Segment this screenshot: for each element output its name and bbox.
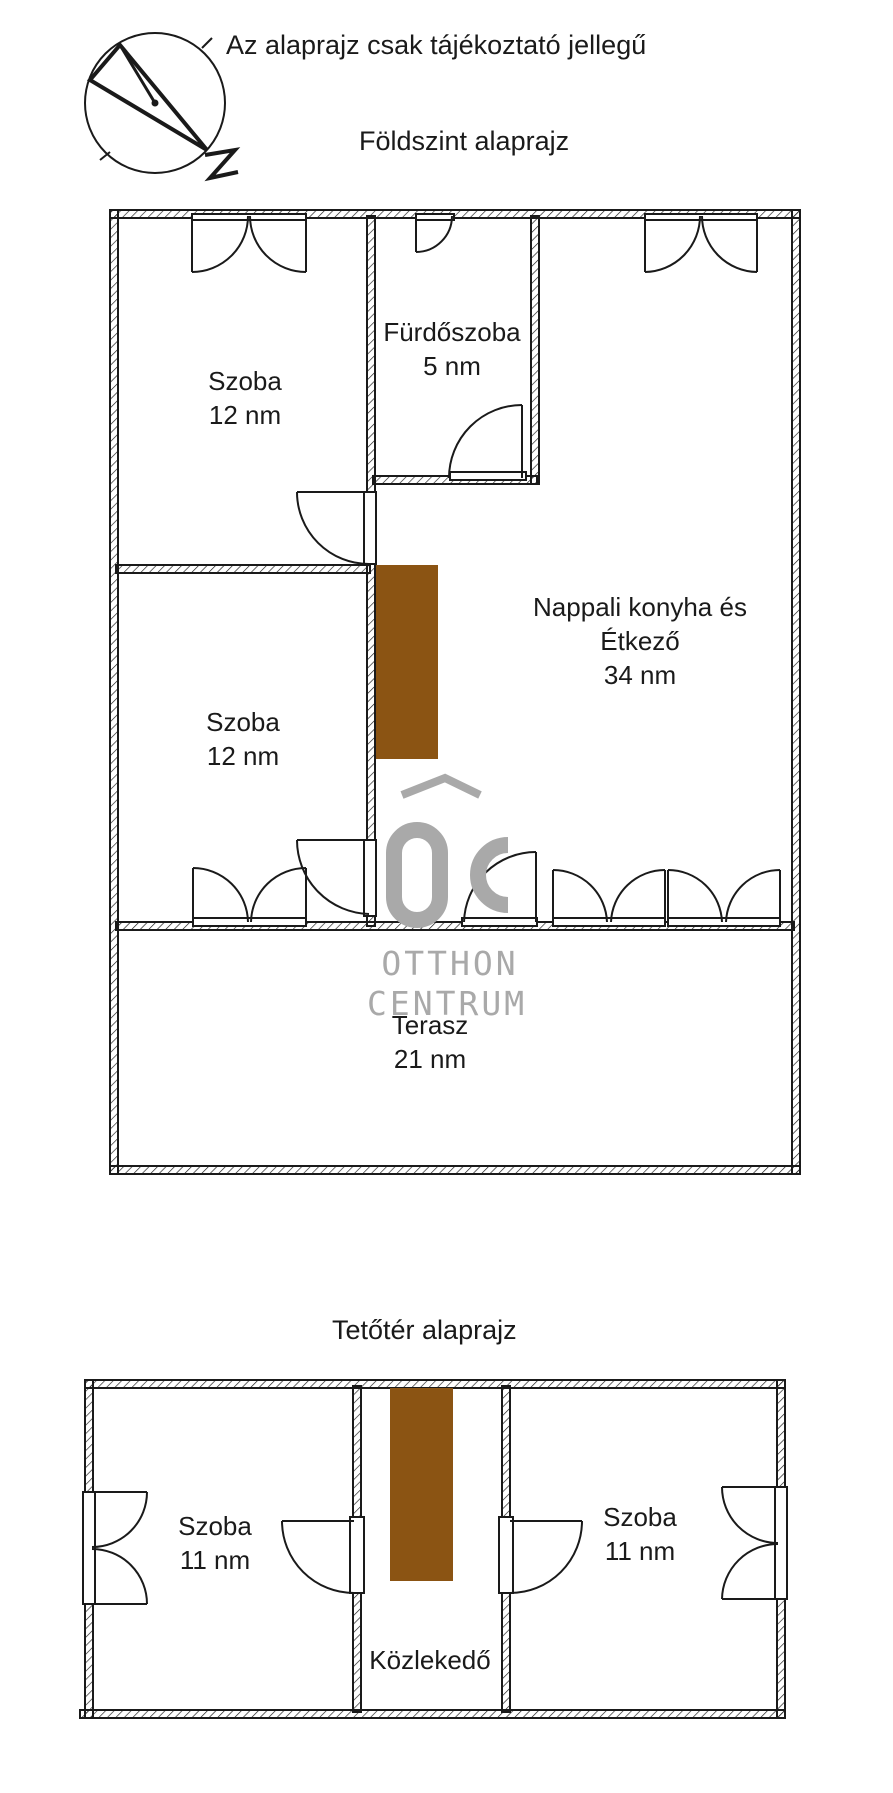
room-label-attic-szoba-1: Szoba 11 nm	[140, 1509, 290, 1577]
ground-floor-title: Földszint alaprajz	[359, 126, 570, 156]
room-name-line2: Étkező	[600, 626, 680, 656]
room-name: Közlekedő	[369, 1645, 491, 1675]
room-area: 12 nm	[208, 400, 282, 430]
room-name: Fürdőszoba	[383, 317, 521, 347]
attic-chimney	[390, 1388, 453, 1581]
room-label-terasz: Terasz 21 nm	[330, 1008, 530, 1076]
room-area: 11 nm	[179, 1545, 251, 1575]
room-name: Terasz	[391, 1010, 469, 1040]
room-area: 34 nm	[603, 660, 677, 690]
room-name: Szoba	[208, 366, 282, 396]
room-label-szoba-2: Szoba 12 nm	[130, 705, 356, 773]
disclaimer-text: Az alaprajz csak tájékoztató jellegű	[226, 30, 647, 60]
room-area: 21 nm	[393, 1044, 467, 1074]
room-label-szoba-1: Szoba 12 nm	[130, 364, 360, 432]
room-label-kozlekedo: Közlekedő	[355, 1643, 505, 1677]
north-arrow-compass	[84, 32, 241, 182]
room-label-attic-szoba-2: Szoba 11 nm	[565, 1500, 715, 1568]
attic-title: Tetőtér alaprajz	[332, 1315, 517, 1345]
room-name: Nappali konyha és	[533, 592, 747, 622]
otthon-centrum-logo	[386, 773, 509, 928]
room-name: Szoba	[603, 1502, 677, 1532]
room-area: 5 nm	[423, 351, 481, 381]
room-label-furdoszoba: Fürdőszoba 5 nm	[367, 315, 537, 383]
watermark-centrum: CENTRUM	[367, 984, 528, 1023]
chimney	[376, 565, 438, 759]
watermark-otthon: OTTHON	[381, 944, 519, 983]
room-name: Szoba	[178, 1511, 252, 1541]
room-label-nappali: Nappali konyha és Étkező 34 nm	[500, 590, 780, 692]
attic-doors	[82, 1486, 788, 1605]
room-name: Szoba	[206, 707, 280, 737]
ground-floor-doors	[191, 213, 781, 927]
room-area: 11 nm	[604, 1536, 676, 1566]
room-area: 12 nm	[206, 741, 280, 771]
